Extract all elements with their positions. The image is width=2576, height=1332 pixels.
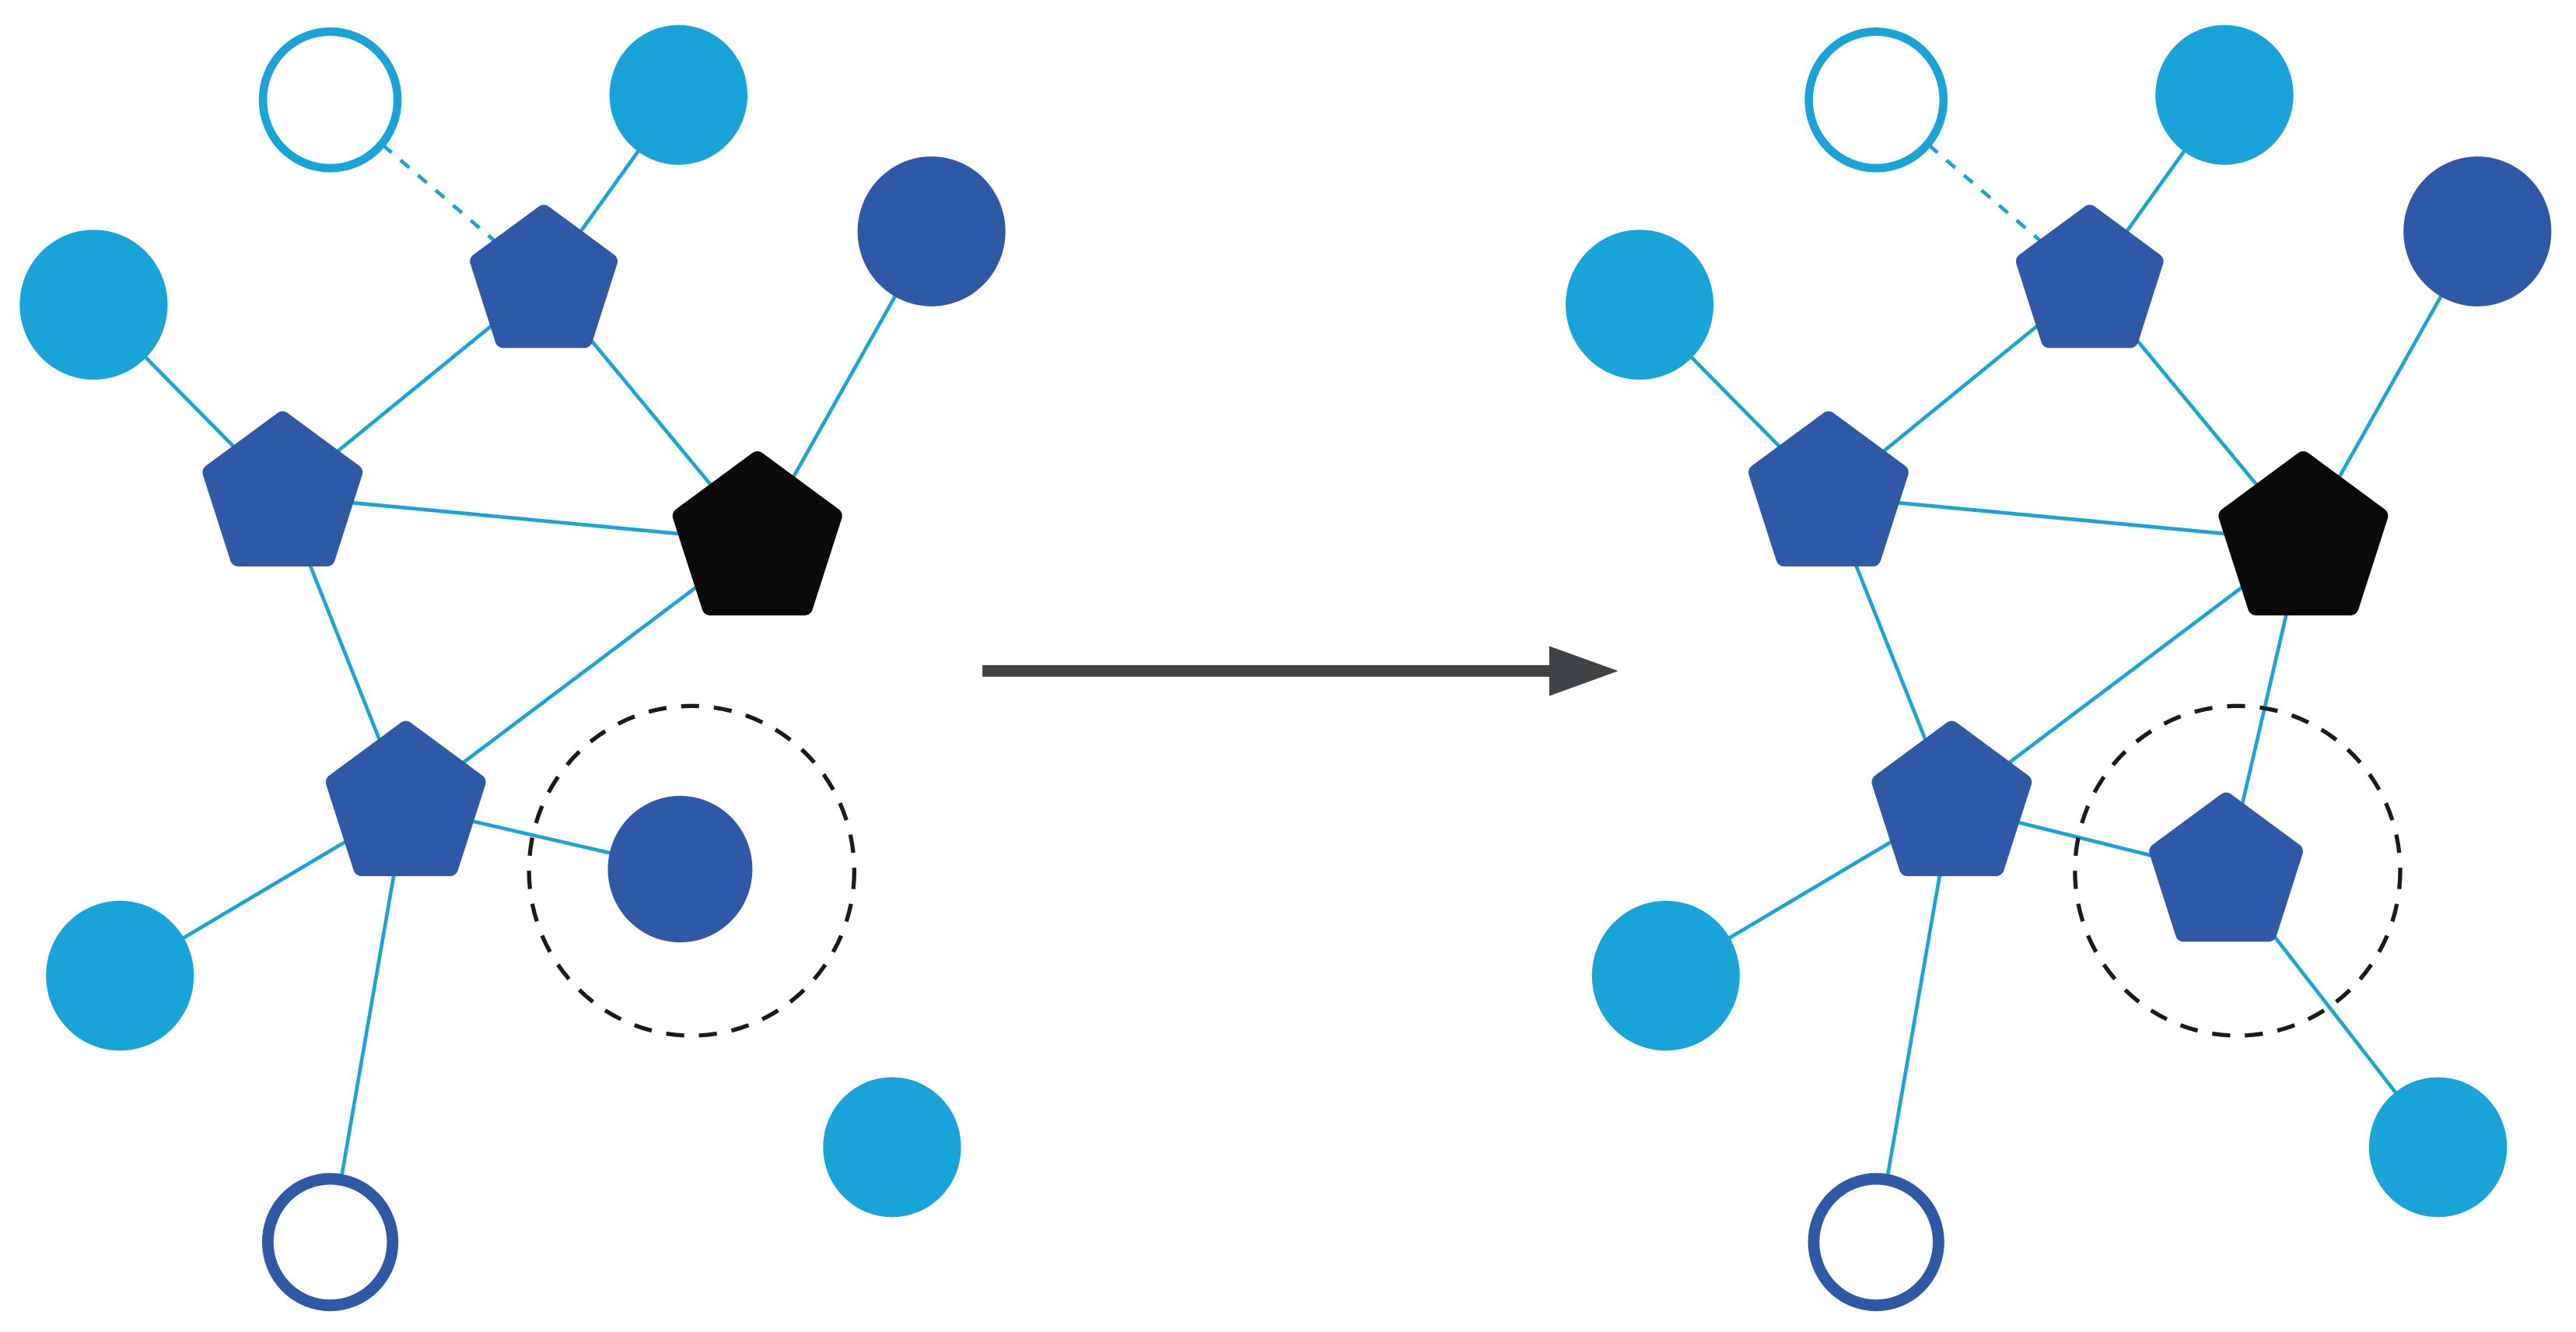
graph-before	[19, 25, 1006, 1312]
node-before-outline-blue-circle	[261, 1173, 399, 1312]
node-after-pentagon-left	[1748, 411, 1909, 567]
arrow-head-icon	[1549, 646, 1619, 696]
node-before-blue-circle-topright	[857, 156, 1006, 307]
node-after-pentagon-bottom	[1871, 720, 2032, 877]
highlight-dashed-circle-after	[2073, 703, 2403, 1038]
node-after-cyan-circle-bottomright	[2368, 1077, 2508, 1218]
highlight-dashed-circle-before	[527, 703, 857, 1038]
edge-pentagon-bottom--outline-blue-circle	[1874, 805, 1954, 1243]
node-before-pentagon-top	[470, 205, 618, 349]
node-before-pentagon-left	[202, 411, 363, 567]
node-after-pentagon-black	[2218, 450, 2389, 615]
node-before-pentagon-bottom	[325, 720, 486, 877]
node-before-pentagon-black	[672, 450, 842, 615]
node-after-blue-circle-topright	[2403, 156, 2552, 307]
node-after-outline-blue-circle	[1808, 1173, 1944, 1312]
node-after-cyan-circle-top	[2155, 25, 2294, 165]
node-after-highlighted-node	[2149, 792, 2303, 942]
node-before-outline-cyan-circle	[258, 27, 402, 173]
node-before-highlighted-node	[607, 795, 753, 943]
node-before-cyan-circle-left	[19, 230, 168, 380]
node-before-cyan-circle-bottomright	[823, 1077, 961, 1218]
node-after-cyan-circle-bottomleft	[1591, 900, 1740, 1051]
node-after-cyan-circle-left	[1565, 230, 1714, 380]
graph-after	[1565, 25, 2552, 1312]
transform-arrow-icon	[982, 646, 1619, 696]
node-before-cyan-circle-bottomleft	[46, 900, 194, 1051]
edge-pentagon-bottom--outline-blue-circle	[328, 805, 408, 1243]
node-after-outline-cyan-circle	[1804, 27, 1948, 173]
node-after-pentagon-top	[2015, 205, 2164, 349]
node-before-cyan-circle-top	[609, 25, 748, 165]
